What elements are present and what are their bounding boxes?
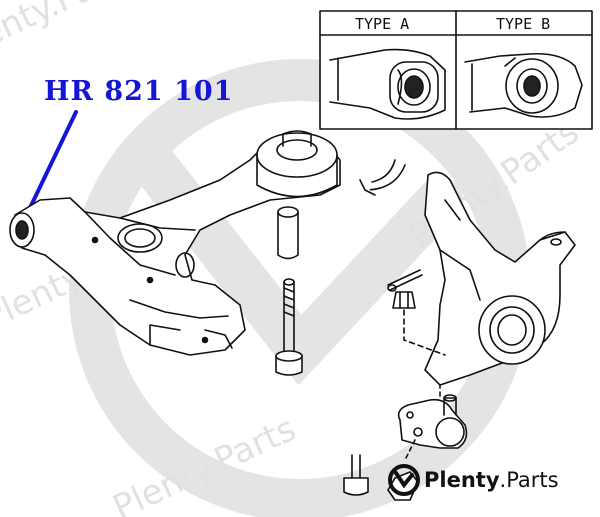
ball-joint-bolt [343, 454, 369, 496]
plenty-parts-logo: Plenty.Parts [388, 462, 559, 498]
type-a-label: TYPE A [355, 15, 410, 33]
type-inset-box [319, 10, 593, 130]
ball-joint [397, 394, 468, 449]
logo-text: Plenty.Parts [424, 468, 559, 492]
mounting-bolt [275, 278, 303, 376]
bushing-sleeve [277, 206, 299, 260]
logo-brand: Plenty [424, 468, 500, 492]
cotter-pin [387, 269, 423, 292]
svg-text:Plenty.Parts: Plenty.Parts [0, 0, 142, 68]
plenty-logo-icon [388, 464, 420, 496]
castle-nut [392, 291, 416, 309]
callout-line [26, 110, 78, 214]
steering-knuckle [424, 171, 576, 386]
part-number-callout: HR 821 101 [44, 76, 234, 107]
type-b-label: TYPE B [496, 15, 551, 33]
lower-control-arm [9, 130, 341, 356]
rotation-arrow [359, 159, 406, 196]
logo-suffix: .Parts [499, 468, 559, 492]
